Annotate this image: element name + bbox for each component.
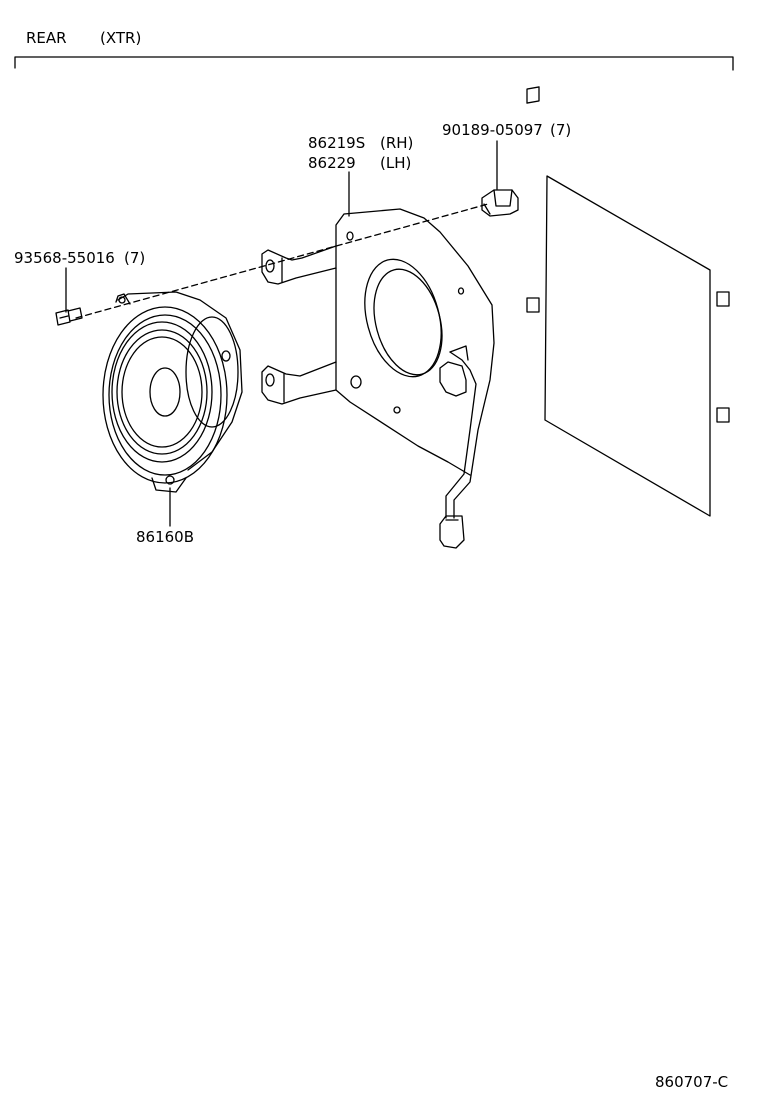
bracket-lh-part-number[interactable]: 86229 — [308, 154, 356, 172]
screw-part-number[interactable]: 93568-55016 — [14, 249, 115, 267]
bracket-lh-side: (LH) — [380, 154, 412, 172]
speaker-part-number[interactable]: 86160B — [136, 528, 195, 546]
clip-part-number[interactable]: 90189-05097 — [442, 121, 543, 139]
bracket-rh-part-number[interactable]: 86219S — [308, 134, 366, 152]
diagram-id: 860707-C — [655, 1073, 729, 1091]
screw-icon — [55, 307, 83, 326]
bracket-rh-side: (RH) — [380, 134, 414, 152]
leader-lines — [65, 140, 498, 527]
speaker-icon — [102, 291, 243, 493]
section-bracket-line — [14, 56, 734, 71]
clip-qty: (7) — [550, 121, 572, 139]
variant-label: (XTR) — [100, 29, 142, 47]
clip-icon — [481, 189, 519, 217]
screw-qty: (7) — [124, 249, 146, 267]
section-title: REAR — [26, 29, 67, 47]
panel-icon — [526, 86, 730, 517]
bracket-icon — [261, 208, 495, 549]
